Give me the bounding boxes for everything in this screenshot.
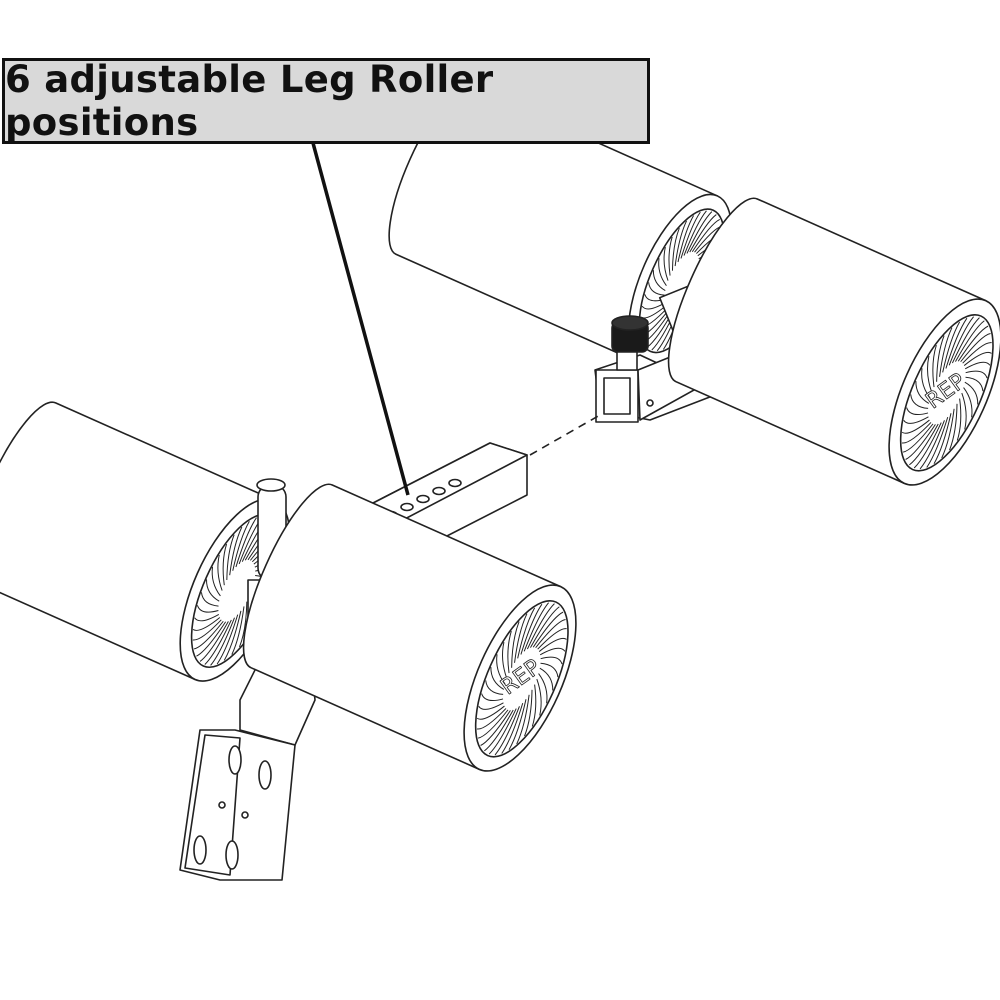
callout-label-box: 6 adjustable Leg Roller positions xyxy=(2,58,650,144)
adjustment-hole xyxy=(432,486,446,496)
back-left-roller xyxy=(388,84,733,367)
alignment-dashed-line xyxy=(529,414,601,456)
callout-label: 6 adjustable Leg Roller positions xyxy=(5,58,494,144)
front-right-roller: REP xyxy=(242,483,577,772)
callout-pointer-line xyxy=(311,142,410,496)
adjustment-hole xyxy=(448,478,462,488)
adjustment-hole xyxy=(400,502,414,512)
back-right-roller: REP xyxy=(667,197,1000,486)
adjustment-hole xyxy=(416,494,430,504)
